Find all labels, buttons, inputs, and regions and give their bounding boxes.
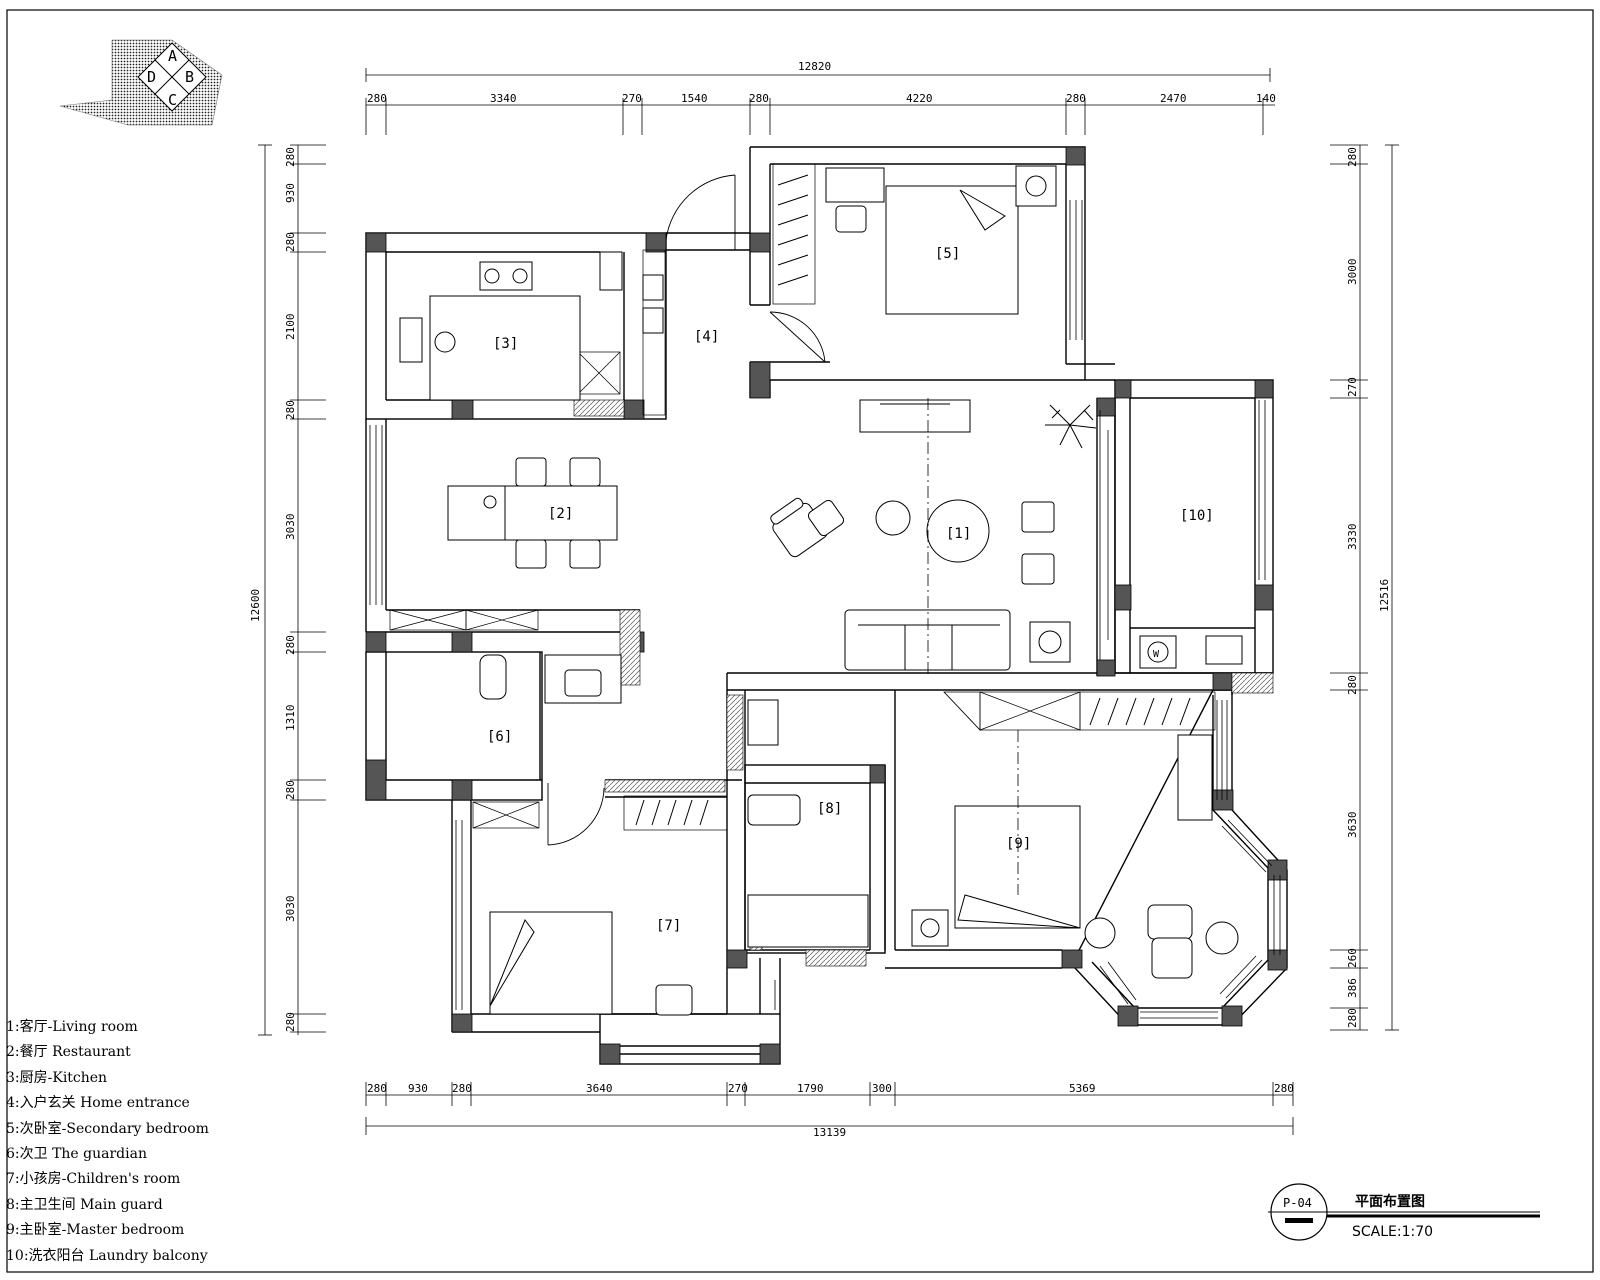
room-tag-2: [2] (548, 506, 573, 522)
room-tag-6: [6] (487, 729, 512, 745)
room-tag-5: [5] (935, 246, 960, 262)
dim-bottom-seg-3: 280 (452, 1082, 472, 1095)
dim-bottom-seg-9: 280 (1274, 1082, 1294, 1095)
dim-right-total: 12516 (1378, 579, 1391, 612)
dim-bottom-seg-6: 1790 (797, 1082, 824, 1095)
room-tag-3: [3] (493, 336, 518, 352)
dim-bottom-seg-5: 270 (728, 1082, 748, 1095)
dim-right-seg-3: 270 (1346, 377, 1359, 397)
dim-top-seg-8: 2470 (1160, 92, 1187, 105)
drawing-title: 平面布置图 (1355, 1193, 1425, 1210)
room-tag-1: [1] (946, 526, 971, 542)
logo-letter-d: D (147, 68, 156, 86)
legend-item-7: 7:小孩房-Children's room (6, 1171, 181, 1188)
dim-right-seg-5: 280 (1346, 675, 1359, 695)
legend-item-1: 1:客厅-Living room (6, 1019, 138, 1035)
dim-bottom-seg-1: 280 (367, 1082, 387, 1095)
cabinets (389, 163, 1216, 831)
dim-bottom-seg-2: 930 (408, 1082, 428, 1095)
sheet-border (6, 9, 1594, 1273)
dim-top-seg-7: 280 (1066, 92, 1086, 105)
dim-right-seg-1: 280 (1346, 147, 1359, 167)
dim-left-seg-3: 280 (284, 232, 297, 252)
legend-item-10: 10:洗衣阳台 Laundry balcony (6, 1247, 208, 1264)
room-tags: [1] [2] [3] [4] [5] [6] [7] [8] [9] [10]… (487, 246, 1214, 934)
axis-lines (927, 398, 1019, 895)
wall-columns (365, 146, 1288, 1065)
room-tag-7: [7] (656, 918, 681, 934)
legend-item-4: 4:入户玄关 Home entrance (6, 1095, 190, 1112)
logo-letter-c: C (168, 91, 177, 109)
dim-right-seg-7: 260 (1346, 948, 1359, 968)
dim-left-seg-5: 280 (284, 400, 297, 420)
dim-right-seg-6: 3630 (1346, 812, 1359, 839)
sheet-number: P-04 (1283, 1196, 1312, 1210)
legend-item-5: 5:次卧室-Secondary bedroom (6, 1120, 209, 1137)
legend-item-6: 6:次卫 The guardian (6, 1146, 147, 1163)
dim-left-seg-2: 930 (284, 183, 297, 203)
drawing-scale: SCALE:1:70 (1352, 1224, 1433, 1240)
legend-item-9: 9:主卧室-Master bedroom (6, 1222, 185, 1239)
room-tag-4: [4] (694, 329, 719, 345)
dim-top-seg-5: 280 (749, 92, 769, 105)
wardrobe-hangers (635, 174, 1191, 826)
logo: A B C D (59, 39, 223, 126)
dim-left-seg-10: 3030 (284, 896, 297, 923)
dim-left-seg-6: 3030 (284, 514, 297, 541)
dim-top-seg-6: 4220 (906, 92, 933, 105)
logo-letter-b: B (185, 68, 194, 86)
windows (369, 200, 1281, 1019)
dimension-texts: 12820 280 3340 270 1540 280 4220 280 247… (249, 60, 1391, 1139)
logo-letter-a: A (168, 47, 177, 65)
dim-top-seg-2: 3340 (490, 92, 517, 105)
dim-left-seg-11: 280 (284, 1012, 297, 1032)
dim-right-seg-2: 3000 (1346, 259, 1359, 286)
dim-bottom-seg-7: 300 (872, 1082, 892, 1095)
hatched-strips (573, 399, 1274, 967)
dim-right-seg-4: 3330 (1346, 524, 1359, 551)
dim-left-seg-1: 280 (284, 147, 297, 167)
plant-icon (1045, 404, 1097, 449)
dim-bottom-total: 13139 (813, 1126, 846, 1139)
dim-right-seg-9: 280 (1346, 1008, 1359, 1028)
dim-left-seg-9: 280 (284, 780, 297, 800)
dim-bottom-seg-8: 5369 (1069, 1082, 1096, 1095)
legend-item-2: 2:餐厅 Restaurant (6, 1044, 131, 1061)
legend-item-8: 8:主卫生间 Main guard (6, 1196, 163, 1213)
dim-left-seg-7: 280 (284, 635, 297, 655)
room-tag-9: [9] (1006, 836, 1031, 852)
dim-top-seg-4: 1540 (681, 92, 708, 105)
dim-top-seg-9: 140 (1256, 92, 1276, 105)
walls (365, 146, 1288, 1065)
legend-item-3: 3:厨房-Kitchen (6, 1069, 108, 1086)
dim-left-total: 12600 (249, 589, 262, 622)
furniture (399, 165, 1243, 1016)
room-legend: 1:客厅-Living room 2:餐厅 Restaurant 3:厨房-Ki… (6, 1015, 209, 1269)
room-tag-10: [10] (1180, 508, 1214, 524)
washer-label: W (1153, 649, 1160, 660)
dim-left-seg-8: 1310 (284, 705, 297, 732)
dim-bottom-seg-4: 3640 (586, 1082, 613, 1095)
dim-right-seg-8: 386 (1346, 978, 1359, 998)
dim-top-seg-3: 270 (622, 92, 642, 105)
dim-top-seg-1: 280 (367, 92, 387, 105)
title-block: P-04 平面布置图 SCALE:1:70 (1268, 1183, 1540, 1241)
room-tag-8: [8] (817, 801, 842, 817)
dimension-lines (258, 68, 1399, 1135)
dim-top-total: 12820 (798, 60, 831, 73)
doors (547, 174, 826, 846)
dim-left-seg-4: 2100 (284, 314, 297, 341)
